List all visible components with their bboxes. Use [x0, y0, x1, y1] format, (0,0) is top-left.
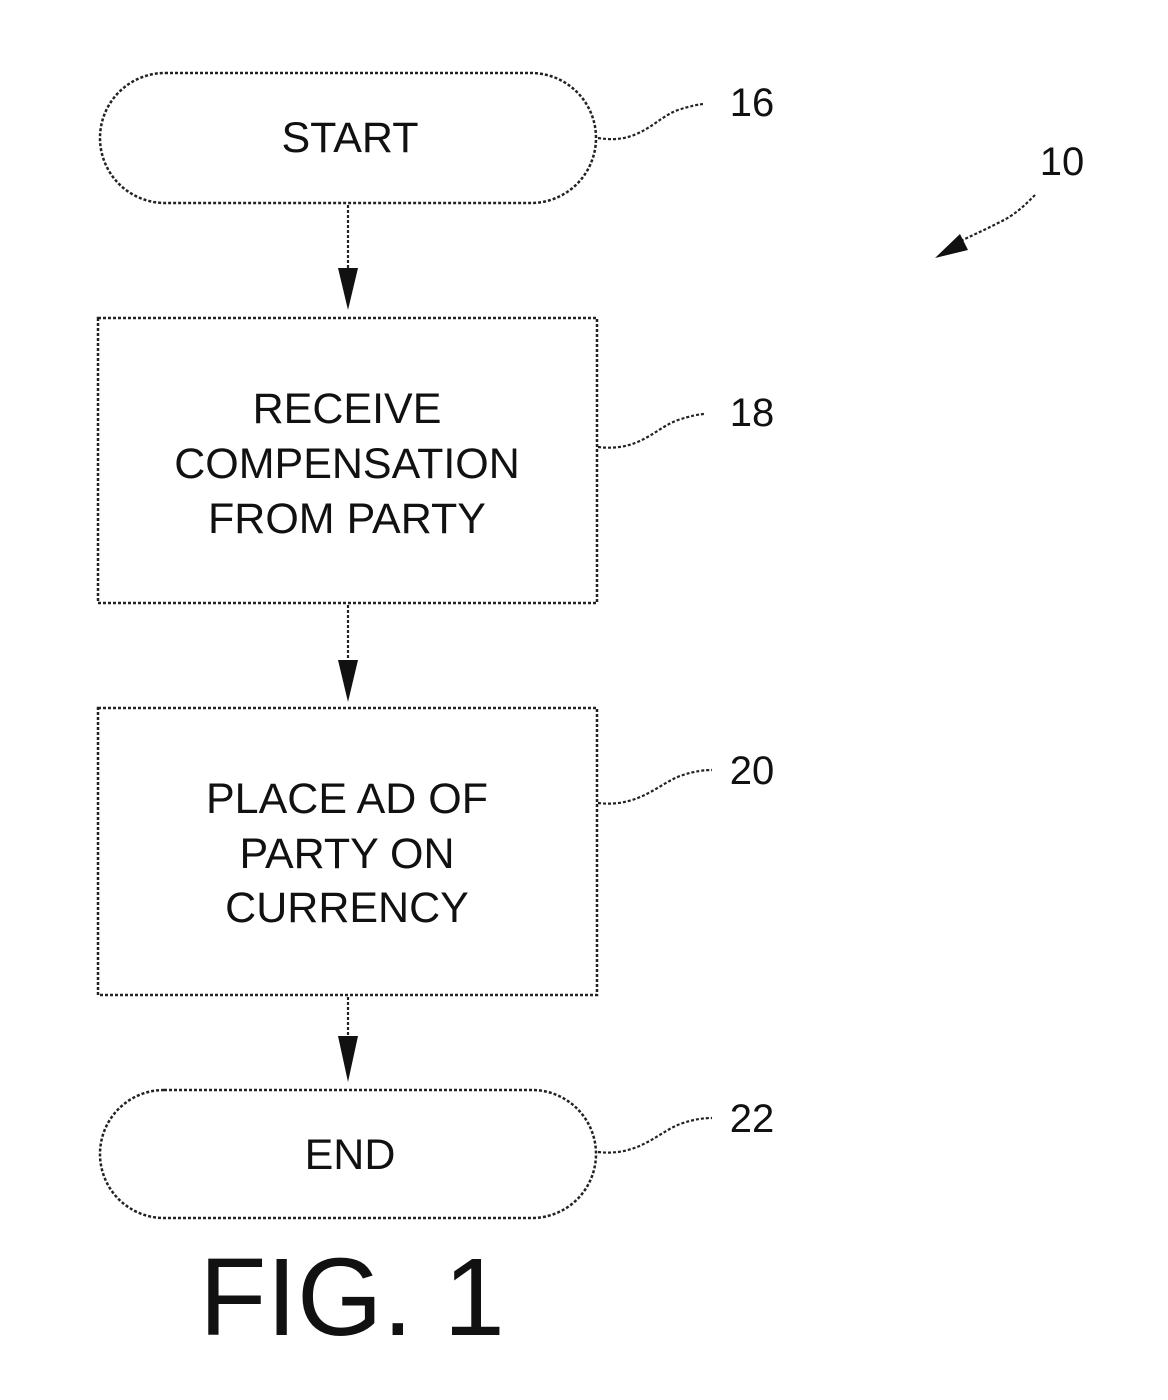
end-label: END [305, 1131, 396, 1179]
ref-10: 10 [935, 140, 1084, 258]
ref-label-10: 10 [1040, 140, 1085, 184]
ref-20: 20 [598, 749, 774, 804]
node-end: END [100, 1090, 596, 1218]
ref-label-18: 18 [730, 391, 775, 435]
ref-16: 16 [598, 81, 774, 139]
figure-label: FIG. 1 [199, 1236, 505, 1359]
ref-18: 18 [598, 391, 774, 448]
ref-22: 22 [598, 1097, 774, 1153]
leader-arrow-10 [955, 195, 1035, 244]
ref-label-16: 16 [730, 81, 775, 125]
edge-place-to-end [338, 997, 358, 1082]
node-place: PLACE AD OF PARTY ON CURRENCY [98, 708, 597, 995]
node-start: START [100, 73, 596, 203]
place-label-line-2: PARTY ON [239, 830, 454, 878]
place-label-line-3: CURRENCY [225, 884, 469, 932]
leader-line-16 [598, 104, 705, 139]
start-label: START [282, 114, 419, 162]
place-label-line-1: PLACE AD OF [206, 775, 488, 823]
arrowhead [338, 660, 358, 702]
leader-line-22 [598, 1118, 712, 1153]
ref-label-20: 20 [730, 749, 775, 793]
arrowhead [338, 268, 358, 310]
leader-line-20 [598, 770, 712, 804]
node-receive: RECEIVE COMPENSATION FROM PARTY [98, 318, 597, 603]
edge-receive-to-place [338, 605, 358, 702]
arrowhead-10 [935, 234, 968, 258]
receive-label-line-2: COMPENSATION [174, 440, 520, 488]
receive-label-line-1: RECEIVE [253, 385, 442, 433]
leader-line-18 [598, 414, 705, 448]
arrowhead [338, 1036, 358, 1082]
edge-start-to-receive [338, 205, 358, 310]
ref-label-22: 22 [730, 1097, 775, 1141]
receive-label-line-3: FROM PARTY [208, 495, 486, 543]
